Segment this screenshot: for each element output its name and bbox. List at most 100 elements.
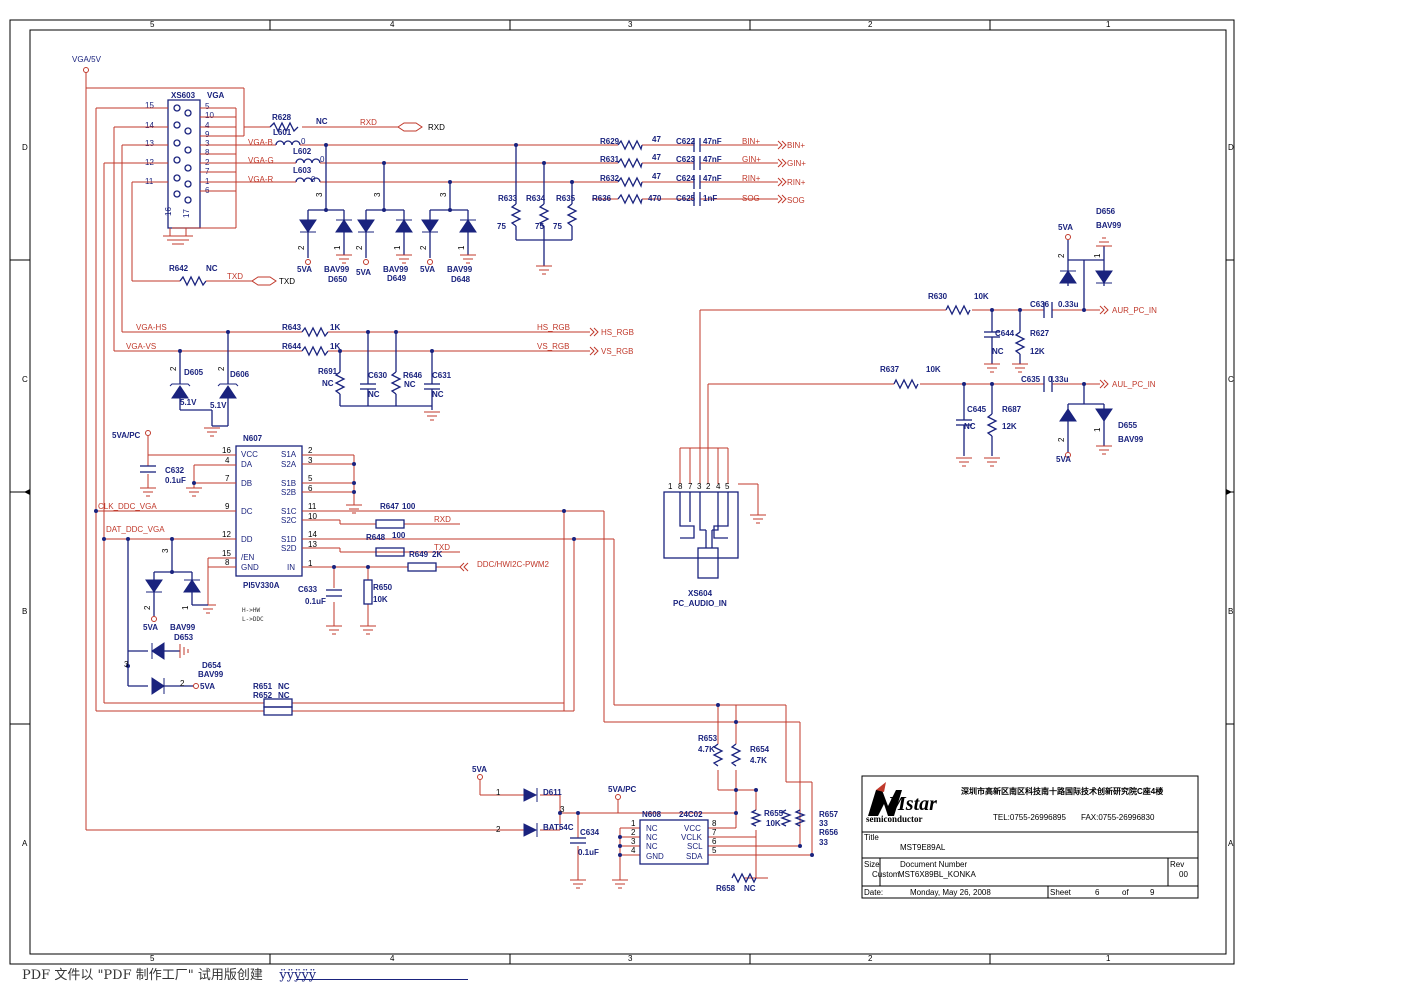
svg-text:NC: NC xyxy=(368,390,380,399)
svg-text:0.33u: 0.33u xyxy=(1048,375,1069,384)
svg-text:SCL: SCL xyxy=(687,842,703,851)
svg-text:8: 8 xyxy=(205,148,210,157)
rxd-port xyxy=(397,122,423,132)
svg-text:S2A: S2A xyxy=(281,460,297,469)
ddc-protection: R651 NC R652 NC 3 2 1 3 xyxy=(94,108,576,716)
svg-text:4.7K: 4.7K xyxy=(750,756,767,765)
svg-text:15: 15 xyxy=(145,101,154,110)
svg-text:10: 10 xyxy=(205,111,214,120)
svg-text:4: 4 xyxy=(225,456,230,465)
svg-text:1K: 1K xyxy=(330,342,340,351)
svg-text:R691: R691 xyxy=(318,367,338,376)
gin-port: GIN+ xyxy=(787,159,806,168)
footer-link[interactable]: ÿÿÿÿÿ xyxy=(279,968,317,983)
doc-number: MST6X89BL_KONKA xyxy=(898,870,976,879)
col-label: 1 xyxy=(1106,20,1111,29)
svg-text:2: 2 xyxy=(169,366,178,371)
svg-text:C622: C622 xyxy=(676,137,696,146)
svg-text:2: 2 xyxy=(496,825,501,834)
svg-text:10: 10 xyxy=(308,512,317,521)
net-vga-b: VGA-B xyxy=(248,138,273,147)
svg-text:75: 75 xyxy=(553,222,562,231)
row-label: C xyxy=(22,375,28,384)
svg-text:R630: R630 xyxy=(928,292,948,301)
svg-text:D655: D655 xyxy=(1118,421,1138,430)
svg-text:100: 100 xyxy=(402,502,416,511)
svg-text:VCC: VCC xyxy=(684,824,701,833)
svg-text:47nF: 47nF xyxy=(703,155,722,164)
svg-text:DDC/HWI2C-PWM2: DDC/HWI2C-PWM2 xyxy=(477,560,550,569)
svg-text:12K: 12K xyxy=(1030,347,1045,356)
svg-text:NC: NC xyxy=(278,691,290,700)
svg-text:R643: R643 xyxy=(282,323,302,332)
svg-text:DC: DC xyxy=(241,507,253,516)
svg-text:D656: D656 xyxy=(1096,207,1116,216)
svg-text:TXD: TXD xyxy=(434,543,450,552)
svg-text:4.7K: 4.7K xyxy=(698,745,715,754)
svg-text:3: 3 xyxy=(124,660,129,669)
svg-text:S1D: S1D xyxy=(281,535,297,544)
svg-text:1: 1 xyxy=(668,482,673,491)
sync-network: VGA-HS VGA-VS R643 R644 1K 1K HS_RGB VS_… xyxy=(113,127,634,437)
svg-text:/EN: /EN xyxy=(241,553,255,562)
svg-text:5.1V: 5.1V xyxy=(210,401,227,410)
sheet-total: 9 xyxy=(1150,888,1155,897)
svg-text:IN: IN xyxy=(287,563,295,572)
svg-text:8: 8 xyxy=(225,558,230,567)
svg-text:R656: R656 xyxy=(819,828,839,837)
svg-text:VS_RGB: VS_RGB xyxy=(537,342,569,351)
svg-text:3: 3 xyxy=(373,192,382,197)
svg-text:NC: NC xyxy=(404,380,416,389)
svg-text:16: 16 xyxy=(222,446,231,455)
svg-text:C634: C634 xyxy=(580,828,600,837)
svg-text:Document Number: Document Number xyxy=(900,860,967,869)
svg-text:1K: 1K xyxy=(330,323,340,332)
svg-text:D650: D650 xyxy=(328,275,348,284)
svg-text:CLK_DDC_VGA: CLK_DDC_VGA xyxy=(98,502,157,511)
svg-text:BAV99: BAV99 xyxy=(198,670,224,679)
svg-text:TXD: TXD xyxy=(227,272,243,281)
svg-text:14: 14 xyxy=(308,530,317,539)
row-label: A xyxy=(22,839,28,848)
row-label: D xyxy=(22,143,28,152)
svg-text:R687: R687 xyxy=(1002,405,1022,414)
svg-text:7: 7 xyxy=(225,474,230,483)
svg-text:BAV99: BAV99 xyxy=(324,265,350,274)
svg-text:DA: DA xyxy=(241,460,253,469)
svg-text:2: 2 xyxy=(297,245,306,250)
svg-text:15: 15 xyxy=(222,549,231,558)
svg-text:33: 33 xyxy=(819,838,828,847)
svg-text:1: 1 xyxy=(181,605,190,610)
mstar-logo-mark xyxy=(868,790,902,816)
svg-text:AUL_PC_IN: AUL_PC_IN xyxy=(1112,380,1156,389)
vga-5v-label: VGA/5V xyxy=(72,55,102,64)
footer-underline xyxy=(296,979,468,980)
pdf-footer: PDF 文件以 "PDF 制作工厂" 试用版创建 ÿÿÿÿÿ xyxy=(22,964,316,983)
mstar-logo-accent xyxy=(876,782,886,792)
svg-text:5VA/PC: 5VA/PC xyxy=(608,785,637,794)
svg-text:47nF: 47nF xyxy=(703,137,722,146)
svg-text:N607: N607 xyxy=(243,434,263,443)
svg-text:NC: NC xyxy=(744,884,756,893)
svg-text:3: 3 xyxy=(205,139,210,148)
svg-text:RXD: RXD xyxy=(360,118,377,127)
svg-text:C645: C645 xyxy=(967,405,987,414)
svg-text:Size: Size xyxy=(864,860,880,869)
svg-text:5VA: 5VA xyxy=(356,268,371,277)
zone-labels: 5 4 3 2 1 5 4 3 2 1 D C B A D C B A xyxy=(22,20,1234,963)
doc-title: MST9E89AL xyxy=(900,843,946,852)
svg-text:R636: R636 xyxy=(592,194,612,203)
svg-text:2: 2 xyxy=(180,679,185,688)
svg-text:5.1V: 5.1V xyxy=(180,398,197,407)
svg-text:R637: R637 xyxy=(880,365,900,374)
svg-text:5VA/PC: 5VA/PC xyxy=(112,431,141,440)
svg-text:Rev: Rev xyxy=(1170,860,1184,869)
col-label: 4 xyxy=(390,20,395,29)
svg-text:3: 3 xyxy=(439,192,448,197)
svg-text:0.1uF: 0.1uF xyxy=(305,597,326,606)
svg-text:3: 3 xyxy=(315,192,324,197)
svg-text:2: 2 xyxy=(217,366,226,371)
svg-text:47: 47 xyxy=(652,135,661,144)
center-arrow-left xyxy=(24,489,30,495)
r628-ref: R628 xyxy=(272,113,292,122)
